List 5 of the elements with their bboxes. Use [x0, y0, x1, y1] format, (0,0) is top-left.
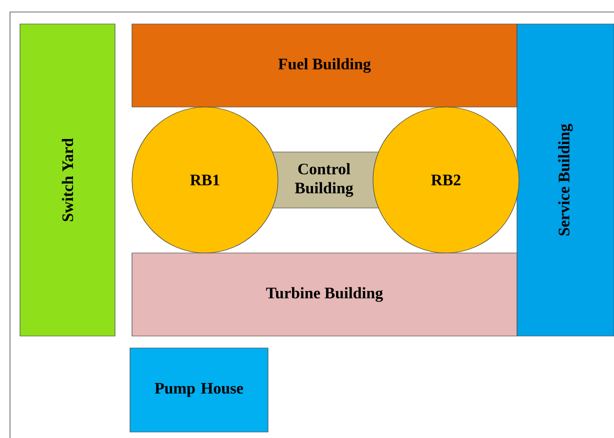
building-box: Turbine Building: [132, 252, 518, 336]
switch-yard-box: Switch Yard: [20, 24, 116, 336]
building-box: Pump House: [130, 348, 268, 432]
building-box: Fuel Building: [132, 24, 518, 108]
building-box: Service Building: [516, 24, 614, 336]
